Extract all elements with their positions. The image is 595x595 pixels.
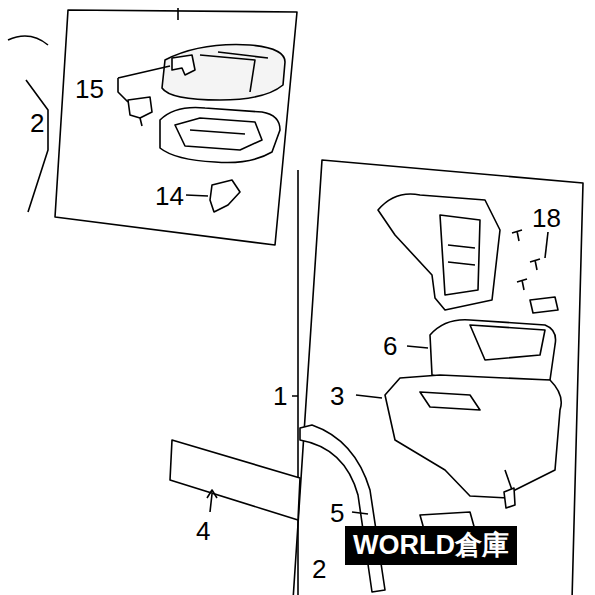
leader-line [207, 490, 217, 512]
tray-detail [175, 118, 262, 150]
leader-line [407, 346, 428, 348]
side-panel [170, 440, 300, 520]
leader-line [356, 395, 382, 398]
callout-number: 2 [30, 110, 44, 136]
watermark: WORLD倉庫 [345, 526, 517, 565]
tray [160, 108, 280, 163]
clip [172, 55, 195, 75]
panel-frame [293, 160, 583, 595]
callout-number: 5 [330, 500, 344, 526]
callout-number: 14 [155, 183, 184, 209]
clip [504, 488, 515, 508]
console-body [385, 375, 561, 498]
callout-number: 4 [196, 518, 210, 544]
callout-number: 6 [383, 333, 397, 359]
leader-line [118, 66, 170, 102]
console-upper [378, 194, 500, 310]
bin-detail [470, 325, 545, 360]
fragment [8, 8, 178, 212]
callout-number: 15 [75, 76, 104, 102]
console-detail [420, 392, 512, 490]
pad [530, 297, 558, 313]
clip [210, 180, 240, 212]
leader-line [545, 232, 548, 258]
leader-line [292, 170, 298, 595]
clip [128, 97, 152, 126]
lid-detail [200, 52, 268, 92]
callout-number: 18 [532, 205, 561, 231]
callout-number: 3 [330, 383, 344, 409]
leader-line [352, 512, 368, 514]
panel-frame [55, 10, 297, 245]
trim-strip [300, 425, 385, 592]
bolt [512, 230, 540, 290]
console-detail [440, 215, 480, 295]
lid [162, 45, 285, 100]
leader-line [186, 195, 208, 196]
callout-number: 1 [273, 383, 287, 409]
callout-number: 2 [312, 556, 326, 582]
